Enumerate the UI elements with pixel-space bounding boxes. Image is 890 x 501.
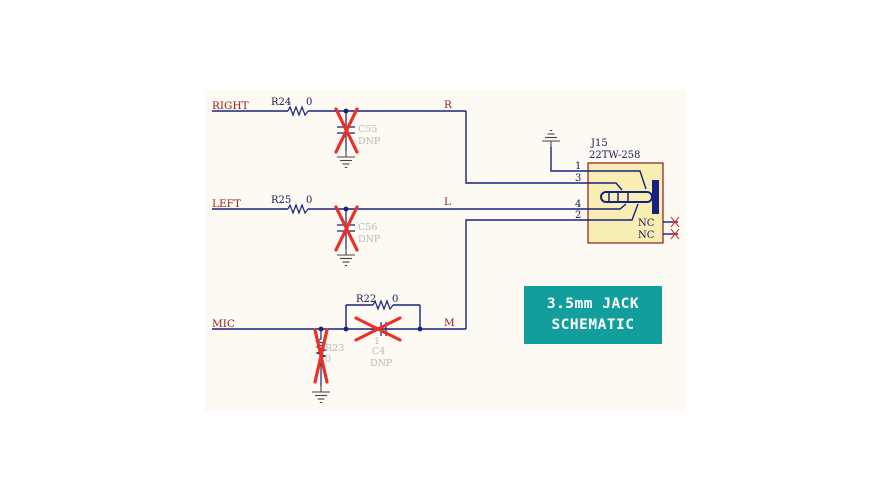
title-badge: 3.5mm JACK SCHEMATIC xyxy=(524,286,662,344)
nc-label-2: NC xyxy=(638,230,655,241)
resistor-r24 xyxy=(287,105,309,117)
dnp-cross-c4-b xyxy=(354,316,402,342)
ground-icon xyxy=(336,248,356,267)
pin-2: 2 xyxy=(575,210,581,221)
wire-gnd-pin1 xyxy=(550,147,588,172)
pin-3: 3 xyxy=(575,173,581,184)
r25-ref: R25 xyxy=(271,195,291,206)
ground-icon xyxy=(541,129,561,148)
r24-ref: R24 xyxy=(271,97,291,108)
dnp-cross-r23-b xyxy=(313,328,329,384)
title-line-1: 3.5mm JACK xyxy=(546,296,640,312)
c56-dnp: DNP xyxy=(358,234,381,245)
net-label-l: L xyxy=(444,196,451,208)
pin-1: 1 xyxy=(575,161,581,172)
net-label-mic: MIC xyxy=(212,318,235,330)
net-label-left: LEFT xyxy=(212,198,241,210)
net-label-right: RIGHT xyxy=(212,100,249,112)
wire-r-to-jack xyxy=(465,111,588,184)
c55-ref: C55 xyxy=(358,124,377,135)
c4-ref: C4 xyxy=(372,346,385,357)
c4-dnp: DNP xyxy=(370,358,393,369)
r24-value: 0 xyxy=(306,97,312,108)
nc-label-1: NC xyxy=(638,218,655,229)
net-label-m: M xyxy=(444,317,455,329)
c4-pin: 1 xyxy=(374,336,380,347)
r22-ref: R22 xyxy=(356,294,376,305)
dnp-cross-c56-b xyxy=(334,205,359,252)
r22-value: 0 xyxy=(392,294,398,305)
schematic-sheet xyxy=(205,90,686,412)
r23-ref: R23 xyxy=(325,343,344,354)
c56-ref: C56 xyxy=(358,222,377,233)
r23-value: 0 xyxy=(325,354,331,365)
net-label-r: R xyxy=(444,99,453,111)
no-connect-icon xyxy=(670,216,680,240)
ground-icon xyxy=(336,150,356,169)
ground-icon xyxy=(311,385,331,404)
j15-ref: J15 xyxy=(590,138,608,149)
resistor-r22 xyxy=(372,299,394,311)
j15-part: 22TW-258 xyxy=(589,150,640,161)
r25-value: 0 xyxy=(306,195,312,206)
resistor-r25 xyxy=(287,203,309,215)
title-line-2: SCHEMATIC xyxy=(551,317,635,333)
dnp-cross-c55-b xyxy=(334,107,359,154)
jack-plug-icon xyxy=(588,170,659,221)
wire-m-to-jack xyxy=(465,219,588,329)
c55-dnp: DNP xyxy=(358,136,381,147)
pin-4: 4 xyxy=(575,199,581,210)
